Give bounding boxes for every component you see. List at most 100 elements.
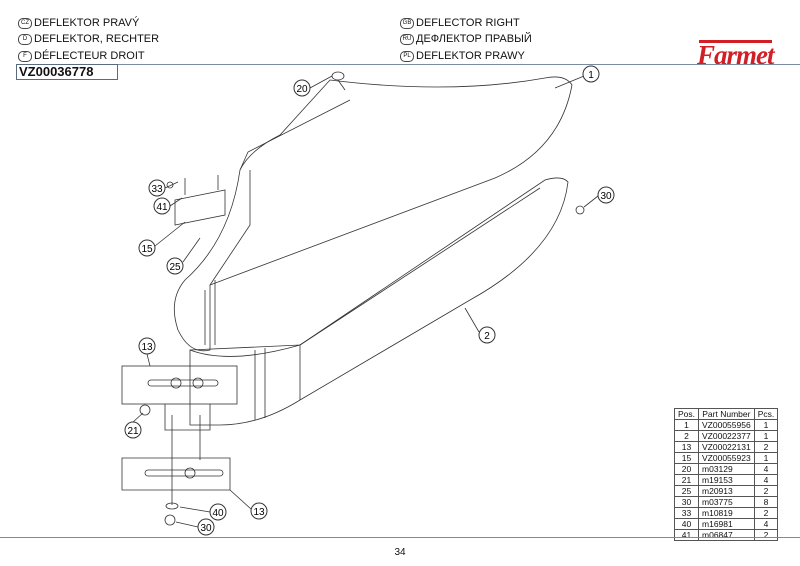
cell-pos: 40 bbox=[673, 518, 700, 530]
header-pos: Pos. bbox=[673, 408, 700, 420]
cell-pcs: 2 bbox=[753, 529, 779, 541]
callout-13: 13 bbox=[138, 337, 156, 355]
svg-text:2: 2 bbox=[484, 331, 490, 342]
callout-33: 33 bbox=[148, 179, 166, 197]
callout-21: 21 bbox=[124, 421, 142, 439]
title-text: DEFLECTOR RIGHT bbox=[416, 17, 520, 29]
title-text: DEFLEKTOR PRAWY bbox=[416, 50, 525, 62]
nut-30 bbox=[575, 205, 585, 215]
cell-pos: 2 bbox=[673, 430, 700, 442]
cell-part-number: m06847 bbox=[698, 529, 755, 541]
cell-pos: 13 bbox=[673, 441, 700, 453]
callout-40: 40 bbox=[209, 503, 227, 521]
assembly-code: VZ00036778 bbox=[16, 64, 118, 80]
title-text: DEFLEKTOR PRAVÝ bbox=[34, 17, 140, 29]
cell-pcs: 2 bbox=[753, 485, 779, 497]
cell-pcs: 4 bbox=[753, 463, 779, 475]
svg-text:25: 25 bbox=[169, 262, 181, 273]
deflector-part-2 bbox=[189, 177, 569, 426]
cell-part-number: m03129 bbox=[698, 463, 755, 475]
farmet-logo: Farmet bbox=[697, 40, 775, 70]
page-number: 34 bbox=[394, 547, 406, 558]
bolt-21 bbox=[139, 404, 151, 416]
title-text: DEFLEKTOR, RECHTER bbox=[34, 33, 160, 45]
title-text: DÉFLECTEUR DROIT bbox=[34, 50, 145, 62]
cell-pos: 15 bbox=[673, 452, 700, 464]
cell-pcs: 8 bbox=[753, 496, 779, 508]
svg-text:15: 15 bbox=[141, 244, 153, 255]
cell-part-number: VZ00055956 bbox=[698, 419, 755, 431]
bracket-13-upper bbox=[121, 365, 238, 431]
callout-13b: 13 bbox=[250, 502, 268, 520]
flag-pl-icon: PL bbox=[400, 50, 414, 62]
svg-text:41: 41 bbox=[156, 202, 168, 213]
cell-part-number: m03775 bbox=[698, 496, 755, 508]
flag-ru-icon: RU bbox=[400, 33, 414, 45]
svg-text:13: 13 bbox=[253, 507, 265, 518]
cell-pcs: 1 bbox=[753, 419, 779, 431]
callout-15: 15 bbox=[138, 239, 156, 257]
cell-pcs: 1 bbox=[753, 430, 779, 442]
svg-text:40: 40 bbox=[212, 508, 224, 519]
cell-pcs: 4 bbox=[753, 474, 779, 486]
callout-41: 41 bbox=[153, 197, 171, 215]
flag-f-icon: F bbox=[18, 50, 32, 62]
cell-pos: 21 bbox=[673, 474, 700, 486]
cell-pos: 1 bbox=[673, 419, 700, 431]
svg-text:33: 33 bbox=[151, 184, 163, 195]
cell-pcs: 4 bbox=[753, 518, 779, 530]
deflector-part-1 bbox=[173, 76, 573, 352]
callout-1: 1 bbox=[582, 65, 600, 83]
bracket-15 bbox=[166, 175, 226, 226]
cell-pos: 41 bbox=[673, 529, 700, 541]
callout-25: 25 bbox=[166, 257, 184, 275]
svg-text:21: 21 bbox=[127, 426, 139, 437]
cell-part-number: m16981 bbox=[698, 518, 755, 530]
header-pcs: Pcs. bbox=[753, 408, 779, 420]
title-text: ДЕФЛЕКТОР ПРАВЫЙ bbox=[416, 33, 532, 45]
cell-part-number: m20913 bbox=[698, 485, 755, 497]
cell-pcs: 2 bbox=[753, 441, 779, 453]
footer-divider bbox=[0, 537, 800, 538]
cell-pos: 33 bbox=[673, 507, 700, 519]
cell-part-number: m10819 bbox=[698, 507, 755, 519]
svg-text:13: 13 bbox=[141, 342, 153, 353]
cell-part-number: m19153 bbox=[698, 474, 755, 486]
callout-20: 20 bbox=[293, 79, 311, 97]
table-header: Pos. Part Number Pcs. bbox=[673, 408, 779, 420]
flag-d-icon: D bbox=[18, 33, 32, 45]
cell-part-number: VZ00022377 bbox=[698, 430, 755, 442]
cell-pos: 30 bbox=[673, 496, 700, 508]
callout-2: 2 bbox=[478, 326, 496, 344]
cell-part-number: VZ00055923 bbox=[698, 452, 755, 464]
flag-gb-icon: GB bbox=[400, 17, 414, 29]
cell-part-number: VZ00022131 bbox=[698, 441, 755, 453]
callout-30b: 30 bbox=[197, 518, 215, 536]
callout-30: 30 bbox=[597, 186, 615, 204]
header-divider bbox=[116, 64, 800, 65]
leader-lines bbox=[132, 75, 599, 528]
cell-pcs: 1 bbox=[753, 452, 779, 464]
svg-text:30: 30 bbox=[200, 523, 212, 534]
cell-pos: 25 bbox=[673, 485, 700, 497]
